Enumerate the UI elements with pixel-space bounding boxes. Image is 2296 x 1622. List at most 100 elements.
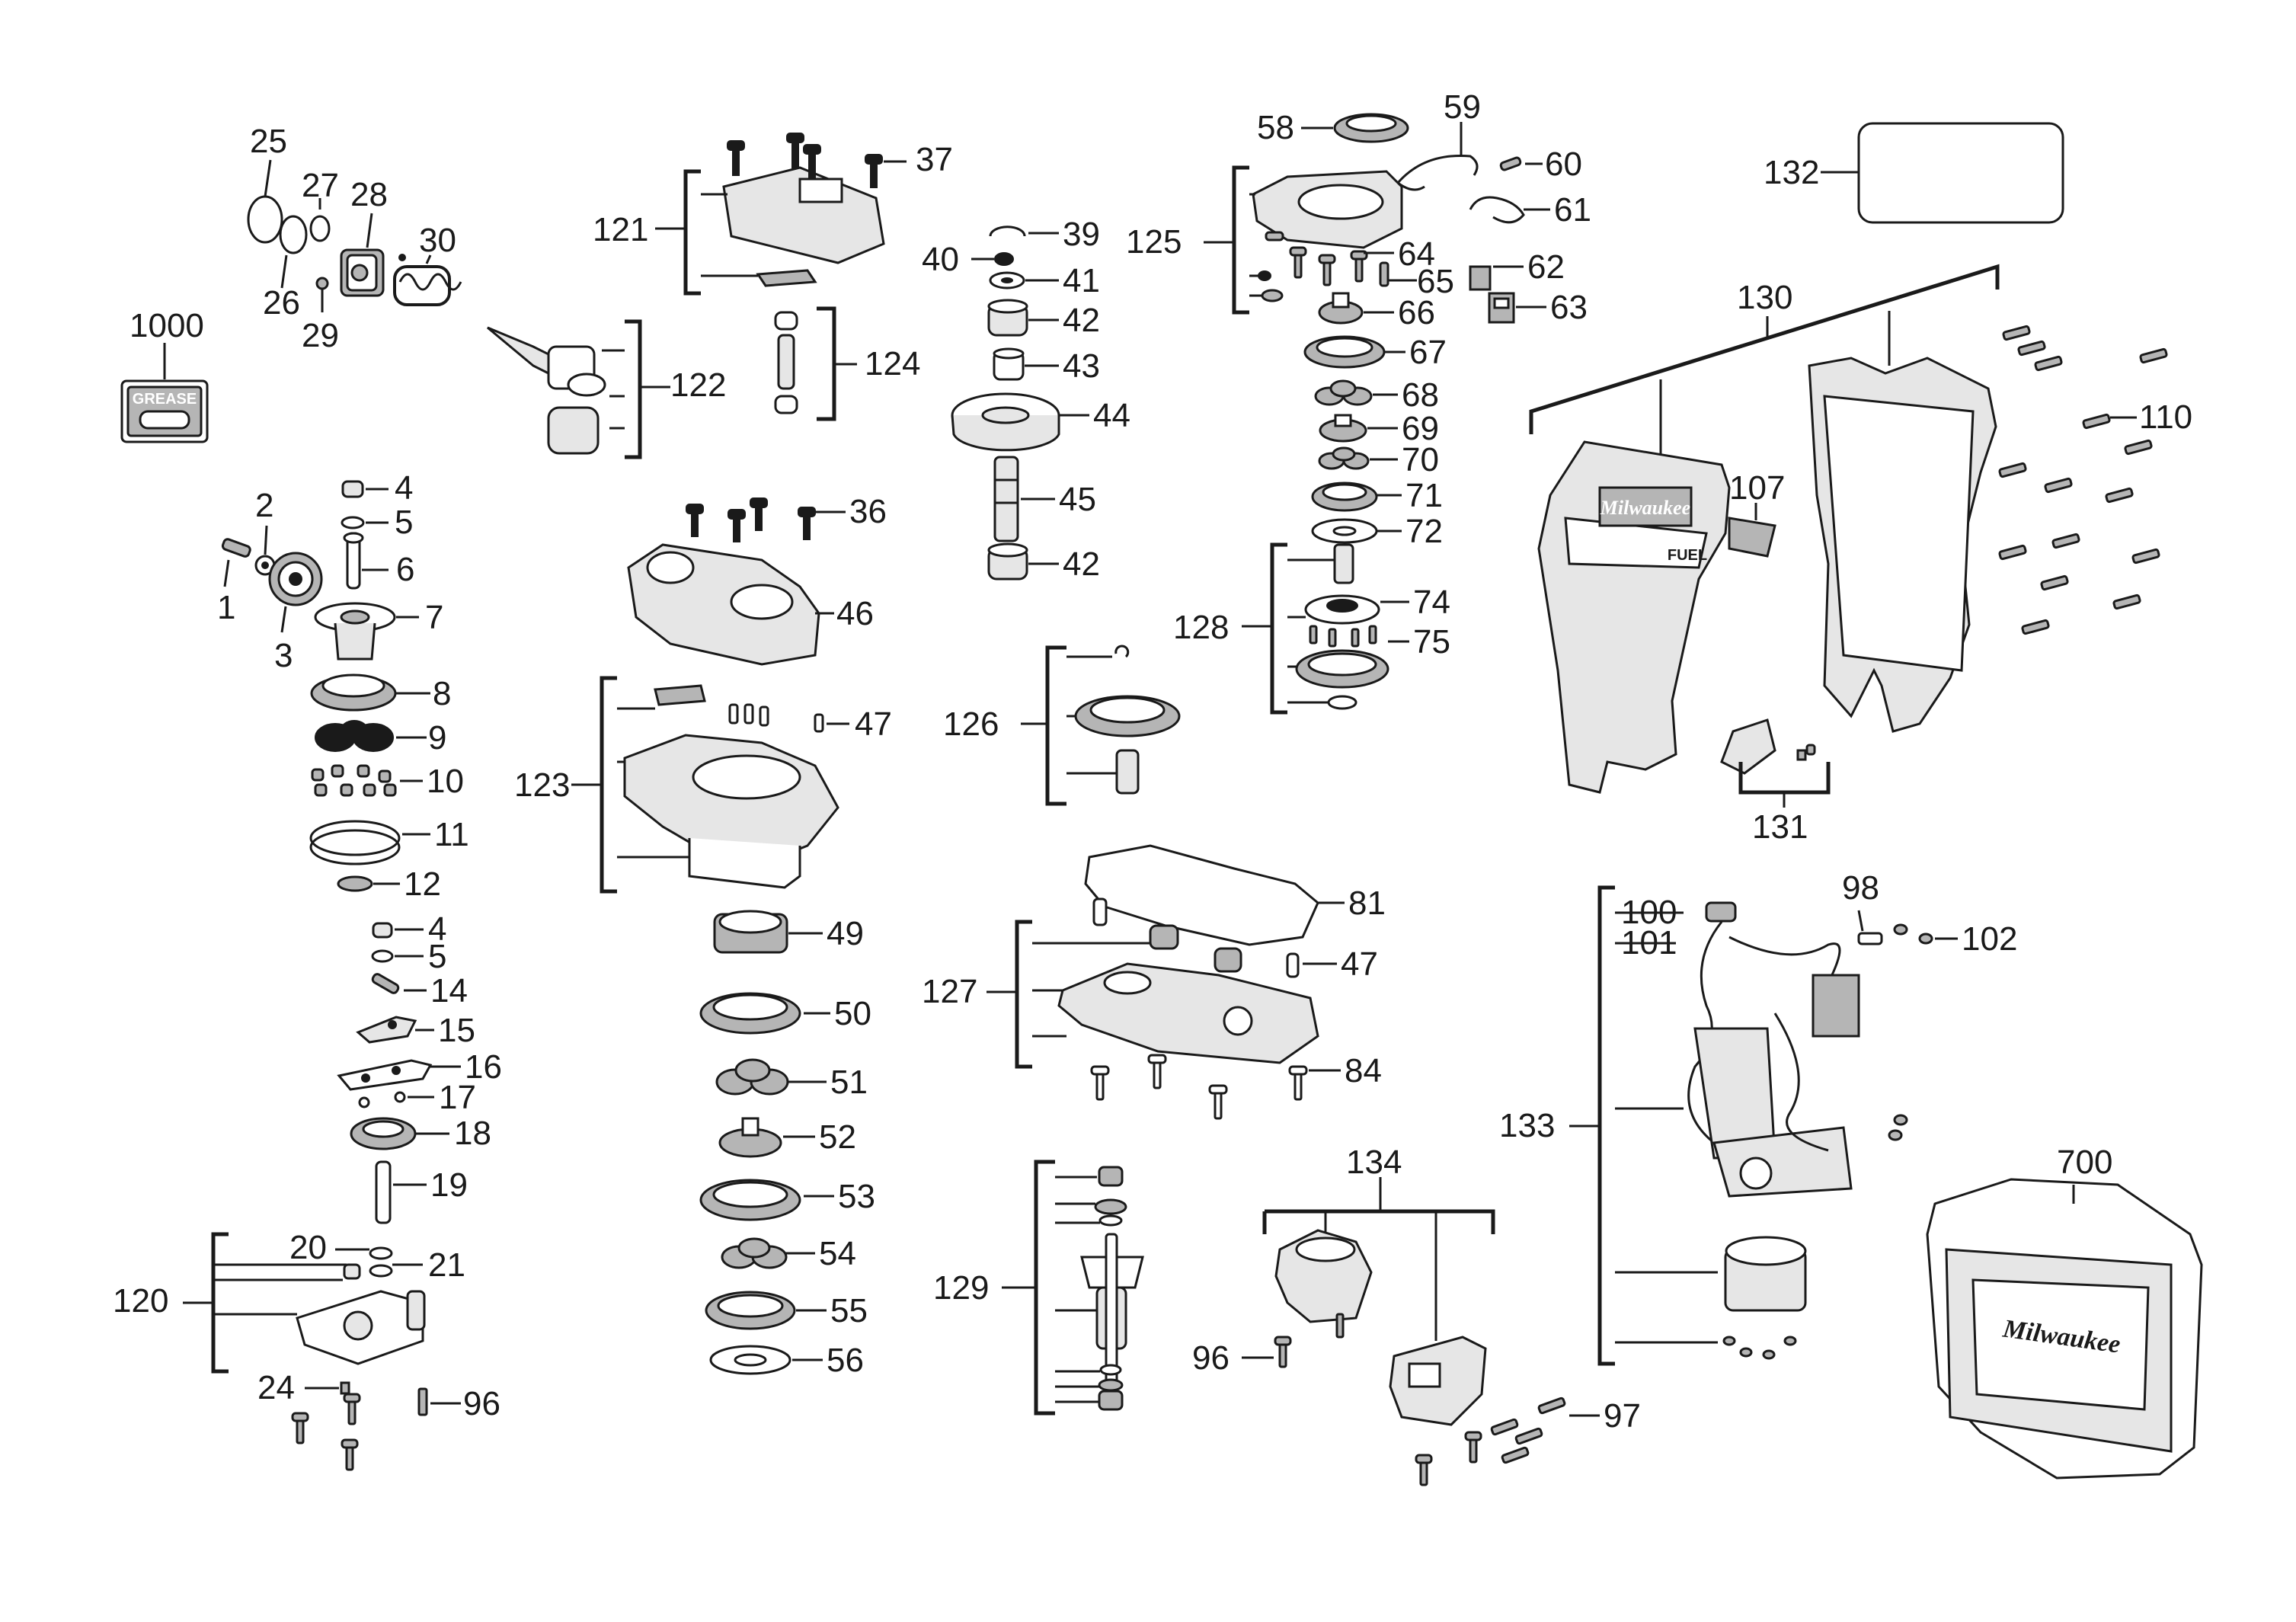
part-129-motor-rotor [1002,1160,1144,1416]
label-30: 30 [419,222,456,259]
part-39-clip [989,226,1059,237]
label-55: 55 [830,1292,868,1329]
part-1000-grease-tube: GREASE [120,343,209,443]
label-69: 69 [1402,410,1439,447]
label-124: 124 [865,345,920,382]
label-47a: 47 [855,705,892,743]
part-125-gear-case-assembly [1204,165,1417,315]
part-5-ring-upper [341,516,389,529]
part-58-ring-gear [1301,113,1409,143]
label-121: 121 [593,211,648,248]
label-42b: 42 [1063,545,1100,583]
part-47-pin-right [1286,952,1337,978]
grease-text: GREASE [133,391,197,408]
label-127: 127 [922,973,977,1010]
part-49-carrier [713,910,823,954]
part-54-planets [721,1237,815,1269]
label-126: 126 [943,705,999,743]
label-45: 45 [1059,481,1096,518]
part-27-ring [309,198,331,242]
part-42-bearing-upper [987,299,1059,337]
label-19: 19 [430,1166,468,1204]
part-7-spindle-cap [314,602,419,661]
part-47-pin-left [814,713,849,733]
part-66-carrier [1318,292,1394,325]
label-28: 28 [350,176,388,213]
part-127-gear-plate [987,897,1319,1069]
label-75: 75 [1413,623,1450,661]
label-56: 56 [827,1342,864,1379]
part-19-shaft [375,1160,427,1224]
label-100: 100 [1621,894,1677,931]
label-42a: 42 [1063,302,1100,339]
part-53-ring-gear [699,1179,834,1221]
part-8-gear-ring [310,673,430,712]
label-44: 44 [1093,397,1130,434]
label-17: 17 [439,1079,476,1116]
part-124-pin-set [774,306,857,421]
label-7: 7 [425,599,443,636]
label-49: 49 [827,915,864,952]
part-63-switch [1488,292,1546,324]
label-14: 14 [430,972,468,1009]
part-25-o-ring [247,159,283,244]
part-62-switch-bracket [1469,265,1524,291]
label-60: 60 [1545,146,1582,183]
label-110: 110 [2139,398,2192,436]
part-3-gear [268,552,323,633]
part-121-top-cover [655,133,907,296]
label-37: 37 [916,141,953,178]
label-16: 16 [465,1048,502,1086]
label-52: 52 [819,1118,856,1156]
label-67: 67 [1409,334,1447,371]
label-65: 65 [1417,263,1454,300]
part-4-bushing-upper [341,480,389,498]
label-71: 71 [1405,477,1443,514]
label-102: 102 [1962,920,2017,958]
label-1000: 1000 [130,307,204,344]
label-1: 1 [217,589,235,626]
label-50: 50 [834,995,871,1032]
part-130-housing-halves: Milwaukee FUEL [1529,264,2000,794]
part-52-sun-carrier [718,1117,815,1158]
part-68-planets [1314,379,1398,406]
label-4b: 4 [428,910,446,948]
label-9: 9 [428,719,446,757]
label-4a: 4 [395,469,413,507]
label-59: 59 [1444,88,1481,126]
part-42-bearing-lower [987,542,1059,581]
part-128-gear-assembly [1242,542,1409,715]
part-122-spindle-assembly [487,319,670,459]
part-98-clip [1857,910,1883,945]
part-67-ring [1303,335,1405,369]
part-28-sleeve [340,213,385,297]
label-122: 122 [670,366,726,404]
part-84-screws [1090,1054,1341,1120]
part-133-electronics-assembly [1569,885,1908,1366]
part-11-ring-cage [309,820,430,865]
part-60-pin [1499,156,1543,171]
part-6-shaft [343,532,389,590]
part-51-planets [715,1058,827,1096]
label-2: 2 [255,487,273,524]
part-55-ring-gear [705,1291,827,1330]
label-25: 25 [250,123,287,160]
part-36-screws [686,497,846,542]
label-128: 128 [1173,609,1229,646]
label-133: 133 [1499,1107,1555,1144]
part-61-spring-wire [1469,196,1550,224]
label-54: 54 [819,1235,856,1272]
label-12: 12 [404,865,441,903]
label-3: 3 [274,637,293,674]
part-29-ball [315,277,329,312]
label-132: 132 [1764,154,1819,191]
part-4-bushing-lower [372,922,424,939]
label-18: 18 [454,1115,491,1152]
label-21: 21 [428,1246,465,1284]
part-45-spline-shaft [993,456,1055,542]
part-15-lever [356,1016,434,1044]
part-96-screw-right [1242,1336,1292,1368]
label-61: 61 [1554,191,1591,229]
